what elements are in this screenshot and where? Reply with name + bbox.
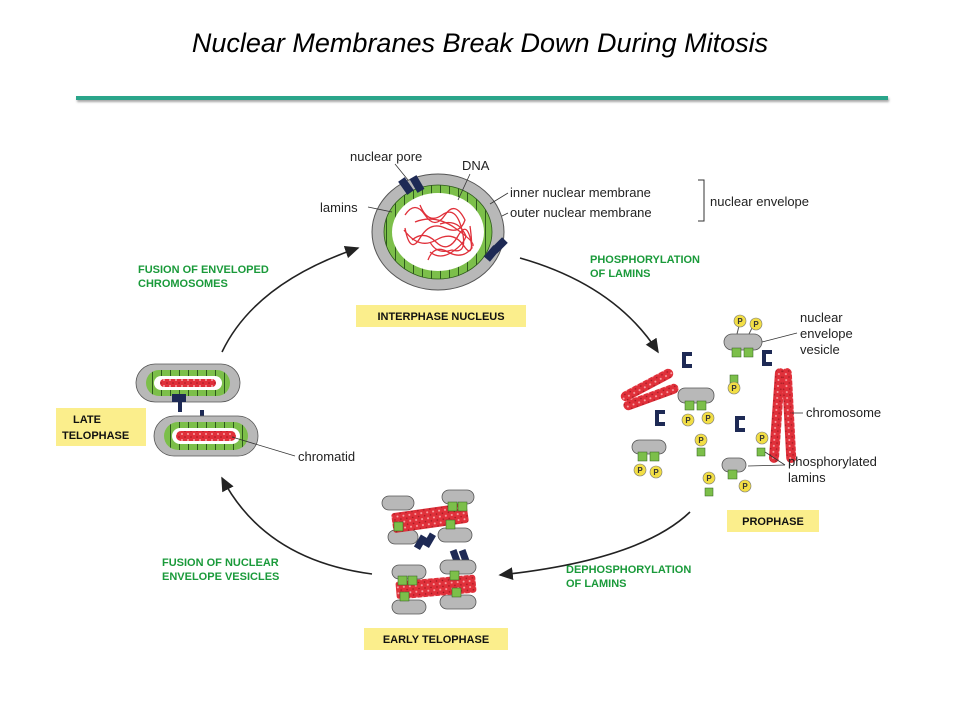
- nuclear-pore-icon: [655, 350, 772, 432]
- phosphate-mark: P: [759, 434, 765, 443]
- phosphate-mark: P: [753, 320, 759, 329]
- phosphate-mark: P: [698, 436, 704, 445]
- nuclear-pore-icon: [483, 237, 508, 262]
- phosphate-mark: P: [742, 482, 748, 491]
- label-vesicle-line3: vesicle: [800, 342, 840, 357]
- process-fusion-chromosomes-line2: CHROMOSOMES: [138, 278, 228, 290]
- stage-interphase: INTERPHASE NUCLEUS: [356, 305, 526, 327]
- phosphate-mark: P: [706, 474, 712, 483]
- label-vesicle-line2: envelope: [800, 326, 853, 341]
- cycle-arrows: [221, 246, 691, 580]
- svg-text:LATE: LATE: [73, 414, 101, 426]
- label-dna: DNA: [462, 158, 490, 173]
- process-fusion-vesicles: FUSION OF NUCLEAR: [162, 557, 279, 569]
- label-outer-membrane: outer nuclear membrane: [510, 205, 652, 220]
- arrow-early-to-late-telophase: [221, 476, 373, 575]
- title-underline: [76, 96, 888, 100]
- interphase-nucleus: [371, 173, 508, 291]
- phosphate-mark: P: [685, 416, 691, 425]
- arrow-late-telophase-to-interphase: [221, 246, 360, 353]
- process-fusion-chromosomes: FUSION OF ENVELOPED: [138, 264, 269, 276]
- phosphate-mark: P: [731, 384, 737, 393]
- process-fusion-vesicles-line2: ENVELOPE VESICLES: [162, 571, 279, 583]
- vesicle-cluster-upper: [381, 489, 475, 545]
- phosphate-mark: P: [705, 414, 711, 423]
- dna-strands: [403, 204, 474, 261]
- phosphate-mark: P: [737, 317, 743, 326]
- label-phosphorylated: phosphorylated: [788, 454, 877, 469]
- enveloped-chromosome-lower: [153, 415, 259, 457]
- process-dephosphorylation: DEPHOSPHORYLATION: [566, 564, 691, 576]
- arrow-interphase-to-prophase: [519, 257, 659, 354]
- process-phosphorylation-line2: OF LAMINS: [590, 268, 651, 280]
- stage-prophase: PROPHASE: [727, 510, 819, 532]
- arrow-prophase-to-early-telophase: [498, 511, 691, 580]
- early-telophase-cell: [381, 489, 477, 615]
- label-phosphorylated-lamins: lamins: [788, 470, 826, 485]
- process-phosphorylation: PHOSPHORYLATION: [590, 254, 700, 266]
- label-nuclear-envelope: nuclear envelope: [710, 194, 809, 209]
- svg-text:INTERPHASE NUCLEUS: INTERPHASE NUCLEUS: [377, 311, 504, 323]
- svg-text:EARLY TELOPHASE: EARLY TELOPHASE: [383, 634, 489, 646]
- phosphorylated-lamins: P P P P: [694, 374, 769, 497]
- label-nuclear-pore: nuclear pore: [350, 149, 422, 164]
- enveloped-chromosome-upper: [135, 363, 241, 403]
- process-dephosphorylation-line2: OF LAMINS: [566, 578, 627, 590]
- envelope-vesicle: P P: [723, 314, 763, 358]
- label-lamins: lamins: [320, 200, 358, 215]
- envelope-vesicle: P: [721, 457, 752, 493]
- chromosome-left: [620, 368, 679, 411]
- stage-early-telophase: EARLY TELOPHASE: [364, 628, 508, 650]
- label-chromosome: chromosome: [806, 405, 881, 420]
- phosphate-mark: P: [637, 466, 643, 475]
- svg-text:PROPHASE: PROPHASE: [742, 516, 804, 528]
- svg-text:TELOPHASE: TELOPHASE: [62, 430, 129, 442]
- phosphate-mark: P: [653, 468, 659, 477]
- prophase-cell: P P P P P P P: [620, 314, 797, 497]
- nuclear-pore-icon: [398, 175, 425, 195]
- envelope-vesicle: P P: [677, 387, 715, 427]
- label-inner-membrane: inner nuclear membrane: [510, 185, 651, 200]
- envelope-vesicle: P P: [631, 439, 667, 479]
- chromosome-right: [769, 368, 797, 463]
- vesicle-cluster-lower: [391, 559, 477, 615]
- label-chromatid: chromatid: [298, 449, 355, 464]
- stage-late-telophase: LATE TELOPHASE: [56, 408, 146, 446]
- page-title: Nuclear Membranes Break Down During Mito…: [191, 28, 769, 58]
- label-vesicle-line1: nuclear: [800, 310, 843, 325]
- late-telophase-cell: [135, 363, 259, 457]
